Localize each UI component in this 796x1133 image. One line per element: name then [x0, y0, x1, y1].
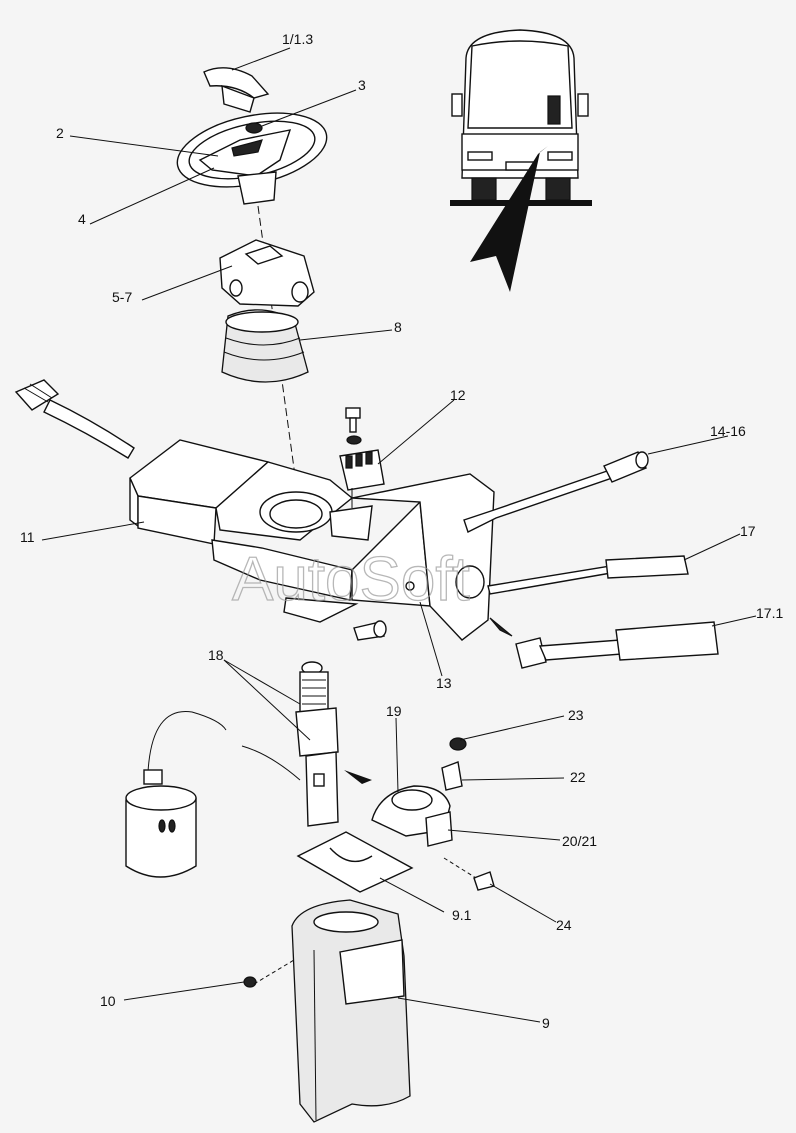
- part-stalk-14-16: [463, 451, 649, 533]
- callout-14-16: 14-16: [710, 423, 746, 439]
- part-clamp-19: [371, 785, 453, 847]
- callout-23: 23: [568, 707, 584, 723]
- part-sensor: [125, 711, 301, 878]
- part-column-shroud: [291, 899, 411, 1123]
- callout-20-21: 20/21: [562, 833, 597, 849]
- callout-9: 9: [542, 1015, 550, 1031]
- part-knob: [203, 67, 270, 113]
- part-clamp-block: [219, 239, 315, 307]
- part-stalk-17: [487, 555, 689, 595]
- callout-22: 22: [570, 769, 586, 785]
- callout-8: 8: [394, 319, 402, 335]
- part-plate: [296, 831, 414, 893]
- part-combination-switch: [14, 379, 495, 641]
- callout-19: 19: [386, 703, 402, 719]
- part-stalk-17-1: [489, 617, 719, 669]
- part-shaft: [295, 661, 339, 827]
- callout-13: 13: [436, 675, 452, 691]
- part-pin-22-23: [441, 737, 467, 791]
- callout-17-1: 17.1: [756, 605, 783, 621]
- callout-labels: 1/1.3 3 2 4 5-7 8 12 14-16 11 17 17.1 13…: [20, 31, 783, 1031]
- part-pin-24: [473, 871, 495, 891]
- callout-2: 2: [56, 125, 64, 141]
- callout-17: 17: [740, 523, 756, 539]
- callout-3: 3: [358, 77, 366, 93]
- watermark: AutoSoft: [232, 545, 470, 614]
- part-screw-set: [345, 407, 362, 445]
- direction-arrow: [344, 770, 372, 784]
- part-steering-wheel: [176, 112, 328, 205]
- callout-18: 18: [208, 647, 224, 663]
- callout-5-7: 5-7: [112, 289, 132, 305]
- leader-lines: [41, 47, 757, 1023]
- callout-1-1-3: 1/1.3: [282, 31, 313, 47]
- callout-4: 4: [78, 211, 86, 227]
- callout-9-1: 9.1: [452, 907, 472, 923]
- callout-12: 12: [450, 387, 466, 403]
- callout-10: 10: [100, 993, 116, 1009]
- part-bracket-screw: [353, 620, 387, 641]
- part-rubber-boot: [221, 309, 309, 383]
- part-connector: [329, 449, 385, 541]
- callout-11: 11: [20, 529, 35, 545]
- callout-24: 24: [556, 917, 572, 933]
- view-arrow: [470, 146, 548, 292]
- part-screw-10: [243, 976, 257, 988]
- bus-front-view: [450, 29, 592, 292]
